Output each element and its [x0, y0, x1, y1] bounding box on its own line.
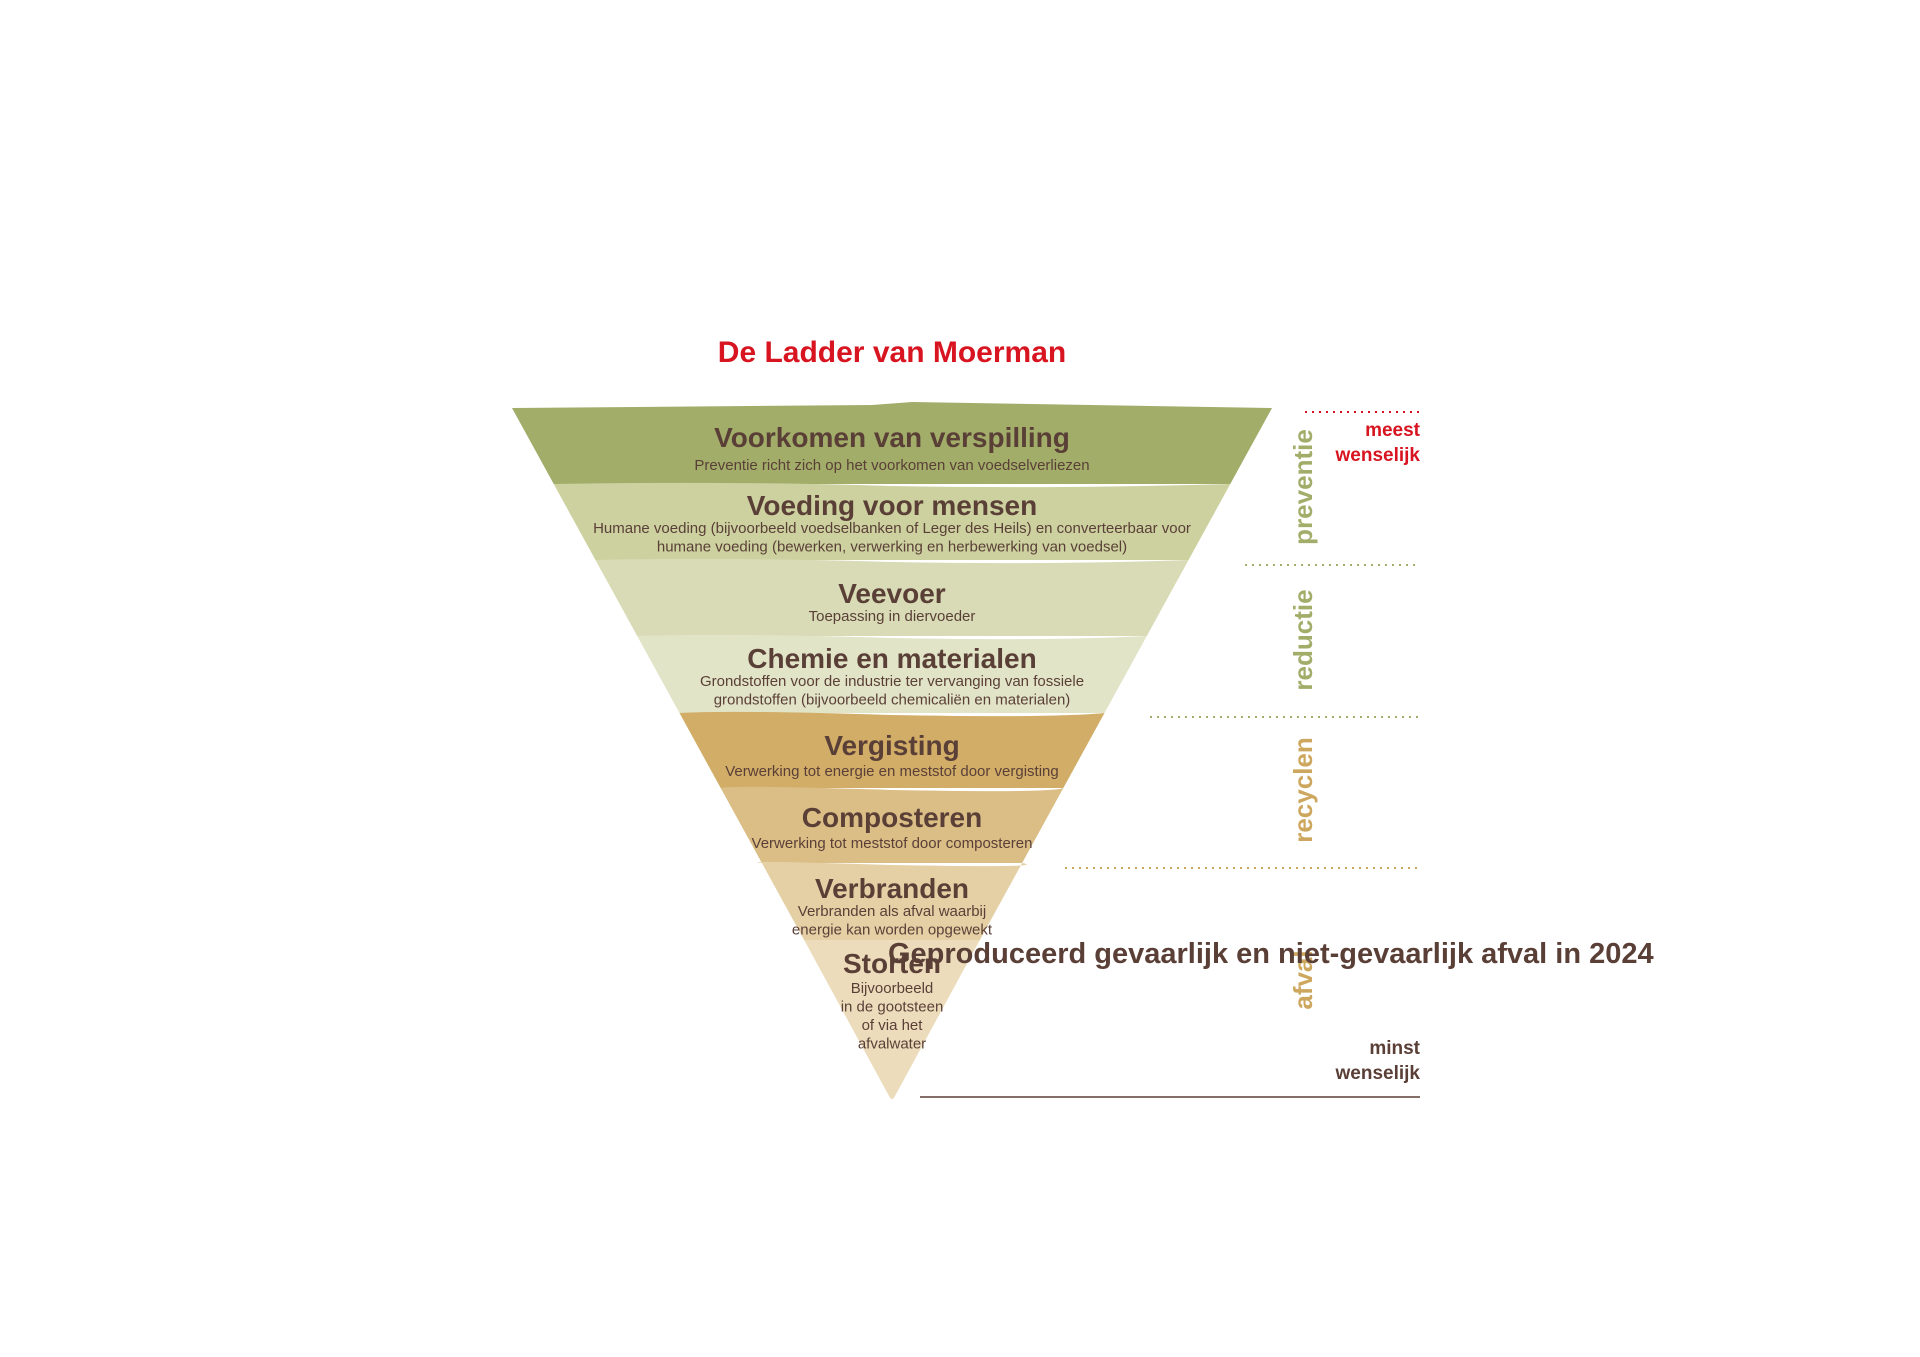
level-description: Verbranden als afval waarbij	[798, 903, 986, 920]
bottom-end-label: minst	[1369, 1038, 1420, 1059]
funnel-band	[804, 940, 980, 1099]
funnel-band	[757, 861, 1027, 940]
level-title: Storten	[843, 948, 941, 979]
level-description: afvalwater	[858, 1036, 926, 1053]
category-label: reductie	[1288, 589, 1318, 690]
diagram-title: De Ladder van Moerman	[718, 336, 1066, 369]
level-title: Composteren	[802, 802, 982, 833]
top-end-label: wenselijk	[1335, 445, 1421, 466]
level-description: Grondstoffen voor de industrie ter verva…	[700, 673, 1084, 690]
level-description: humane voeding (bewerken, verwerking en …	[657, 539, 1127, 556]
funnel	[512, 402, 1272, 1099]
funnel-band	[595, 558, 1189, 636]
funnel-band	[637, 634, 1147, 713]
overlay-caption: Geproduceerd gevaarlijk en niet-gevaarli…	[888, 938, 1654, 970]
level-title: Vergisting	[824, 730, 959, 761]
level-title: Voeding voor mensen	[747, 490, 1037, 521]
level-description: Bijvoorbeeld	[851, 980, 934, 997]
category-label: recyclen	[1288, 737, 1318, 843]
funnel-band	[720, 786, 1064, 863]
level-description: Preventie richt zich op het voorkomen va…	[694, 457, 1089, 474]
level-title: Voorkomen van verspilling	[714, 422, 1070, 453]
level-description: grondstoffen (bijvoorbeeld chemicaliën e…	[714, 692, 1071, 709]
bottom-end-label: wenselijk	[1335, 1063, 1421, 1084]
category-scale: preventie reductie recyclen afval meest wense…	[920, 411, 1421, 1098]
level-description: Humane voeding (bijvoorbeeld voedselbank…	[593, 520, 1191, 537]
level-title: Veevoer	[838, 578, 946, 609]
level-description: Verwerking tot energie en meststof door …	[725, 763, 1059, 780]
level-description: Verwerking tot meststof door composteren	[752, 835, 1033, 852]
level-title: Verbranden	[815, 873, 969, 904]
category-label: afval	[1288, 950, 1318, 1009]
level-title: Chemie en materialen	[747, 643, 1036, 674]
level-description: of via het	[862, 1017, 924, 1034]
funnel-band	[553, 482, 1231, 560]
top-end-label: meest	[1365, 420, 1421, 441]
funnel-band	[679, 711, 1105, 788]
category-label: preventie	[1288, 429, 1318, 545]
level-description: in de gootsteen	[841, 999, 944, 1016]
funnel-band	[512, 402, 1272, 484]
level-description: energie kan worden opgewekt	[792, 922, 993, 939]
level-description: Toepassing in diervoeder	[809, 608, 976, 625]
